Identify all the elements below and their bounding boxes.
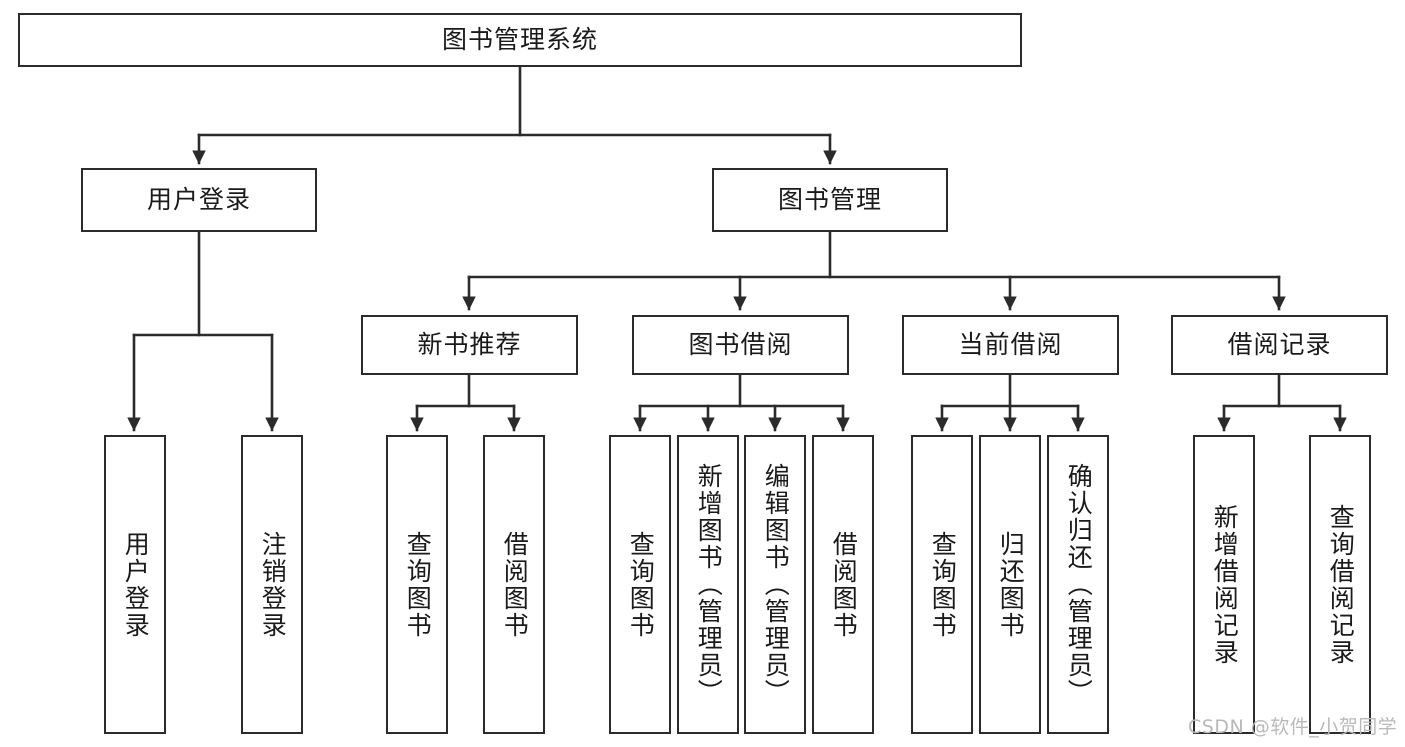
node-label: 查询图书 bbox=[928, 530, 958, 639]
node-label: 用户登录 bbox=[121, 530, 151, 639]
node-borrow-record[interactable]: 借阅记录 bbox=[1171, 315, 1388, 375]
node-label: 查询图书 bbox=[403, 530, 433, 639]
node-label: 借阅记录 bbox=[1227, 330, 1332, 360]
node-label: 查询借阅记录 bbox=[1326, 503, 1356, 666]
node-leaf-confirm-return[interactable]: 确认归还（管理员） bbox=[1047, 435, 1109, 734]
node-leaf-user-login[interactable]: 用户登录 bbox=[104, 435, 166, 734]
node-leaf-query-book-3[interactable]: 查询图书 bbox=[911, 435, 973, 734]
node-user-login[interactable]: 用户登录 bbox=[81, 168, 317, 232]
node-label: 归还图书 bbox=[996, 530, 1026, 639]
node-label: 查询图书 bbox=[626, 530, 656, 639]
node-leaf-query-record[interactable]: 查询借阅记录 bbox=[1309, 435, 1371, 734]
node-book-management[interactable]: 图书管理 bbox=[712, 168, 948, 232]
node-label: 确认归还（管理员） bbox=[1064, 463, 1094, 706]
node-leaf-return-book[interactable]: 归还图书 bbox=[979, 435, 1041, 734]
node-label: 新增图书（管理员） bbox=[694, 463, 724, 706]
node-label: 图书管理 bbox=[777, 185, 882, 215]
node-leaf-add-book[interactable]: 新增图书（管理员） bbox=[677, 435, 739, 734]
node-leaf-query-book-1[interactable]: 查询图书 bbox=[386, 435, 448, 734]
node-label: 图书借阅 bbox=[688, 330, 793, 360]
node-leaf-borrow-book-2[interactable]: 借阅图书 bbox=[812, 435, 874, 734]
node-current-borrow[interactable]: 当前借阅 bbox=[902, 315, 1119, 375]
node-label: 新书推荐 bbox=[417, 330, 522, 360]
node-leaf-edit-book[interactable]: 编辑图书（管理员） bbox=[744, 435, 806, 734]
node-leaf-borrow-book-1[interactable]: 借阅图书 bbox=[483, 435, 545, 734]
node-label: 用户登录 bbox=[146, 185, 251, 215]
node-label: 借阅图书 bbox=[500, 530, 530, 639]
node-leaf-logout-login[interactable]: 注销登录 bbox=[241, 435, 303, 734]
node-label: 当前借阅 bbox=[958, 330, 1063, 360]
node-label: 图书管理系统 bbox=[441, 25, 598, 55]
node-new-book-recommend[interactable]: 新书推荐 bbox=[361, 315, 578, 375]
node-leaf-add-record[interactable]: 新增借阅记录 bbox=[1193, 435, 1255, 734]
node-label: 编辑图书（管理员） bbox=[761, 463, 791, 706]
node-label: 借阅图书 bbox=[829, 530, 859, 639]
csdn-watermark: CSDN @软件_小贺同学 bbox=[1188, 716, 1398, 738]
node-book-borrow[interactable]: 图书借阅 bbox=[632, 315, 849, 375]
node-root-system[interactable]: 图书管理系统 bbox=[18, 13, 1022, 67]
node-leaf-query-book-2[interactable]: 查询图书 bbox=[609, 435, 671, 734]
node-label: 新增借阅记录 bbox=[1210, 503, 1240, 666]
node-label: 注销登录 bbox=[258, 530, 288, 639]
